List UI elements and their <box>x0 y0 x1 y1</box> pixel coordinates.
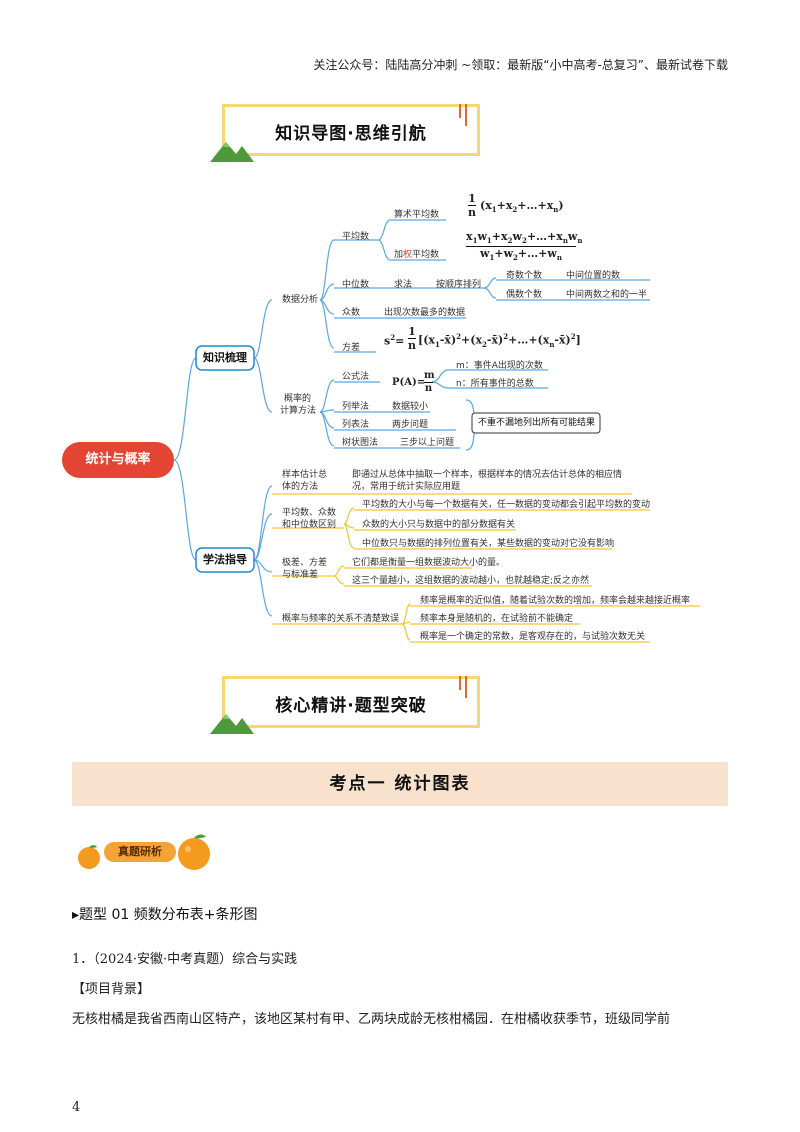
node-sample-desc-2: 况，常用于统计实际应用题 <box>352 482 461 492</box>
core-banner: 核心精讲·题型突破 <box>222 676 480 728</box>
node-median-method: 求法 <box>394 280 413 290</box>
node-table-desc: 两步问题 <box>392 420 429 430</box>
node-prob-calc-1: 概率的 <box>284 394 312 404</box>
question-line: 【项目背景】 <box>72 982 151 997</box>
node-sample-2: 体的方法 <box>282 482 319 492</box>
node-avg-d1: 平均数的大小与每一个数据有关，任一数据的变动都会引起平均数的变动 <box>362 500 651 510</box>
banner-accent <box>459 104 461 118</box>
section-title: 考点一 统计图表 <box>329 774 471 794</box>
node-range-d2: 这三个量越小，这组数据的波动越小，也就越稳定;反之亦然 <box>352 576 590 586</box>
mindmap-root: 统计与概率 <box>62 442 174 478</box>
exam-tag-label: 真题研析 <box>104 842 176 862</box>
node-mode: 众数 <box>342 308 361 318</box>
node-sample-desc-1: 即通过从总体中抽取一个样本，根据样本的情况去估计总体的相应情 <box>352 470 623 480</box>
question-line: 无核柑橘是我省西南山区特产，该地区某村有甲、乙两块成龄无核柑橘园．在柑橘收获季节… <box>72 1012 671 1027</box>
node-median: 中位数 <box>342 280 370 290</box>
node-even: 偶数个数 <box>506 290 543 300</box>
page-number: 4 <box>72 1100 81 1115</box>
node-formula: 公式法 <box>342 372 370 382</box>
node-avg-group-1: 平均数、众数 <box>282 508 337 518</box>
mindmap-banner: 知识导图·思维引航 <box>222 104 480 156</box>
mountain-icon <box>210 714 254 734</box>
node-avg-d3: 中位数只与数据的排列位置有关，某些数据的变动对它没有影响 <box>362 539 615 549</box>
node-sample-1: 样本估计总 <box>282 470 328 480</box>
node-tree: 树状图法 <box>342 438 379 448</box>
node-freq-group: 概率与频率的关系不清楚致误 <box>282 614 400 624</box>
node-table: 列表法 <box>342 420 370 430</box>
banner-accent <box>459 676 461 690</box>
banner-title: 知识导图·思维引航 <box>275 124 427 144</box>
node-range-group-2: 与标准差 <box>282 570 319 580</box>
node-data-analysis: 数据分析 <box>282 295 319 305</box>
node-odd: 奇数个数 <box>506 271 543 281</box>
node-odd-desc: 中间位置的数 <box>566 271 621 281</box>
weighted-label-b: 权 <box>403 250 413 260</box>
banner-accent <box>465 676 467 698</box>
node-list: 列举法 <box>342 402 370 412</box>
orange-icon <box>178 834 210 870</box>
node-prob-calc-2: 计算方法 <box>280 406 317 416</box>
node-avg-group-2: 和中位数区别 <box>282 520 337 530</box>
node-sort: 按顺序排列 <box>436 280 482 290</box>
branch-method: 学法指导 <box>203 553 247 566</box>
node-range-group-1: 极差、方差 <box>282 558 328 568</box>
node-arith-mean: 算术平均数 <box>394 210 440 220</box>
node-freq-d2: 频率本身是随机的，在试验前不能确定 <box>420 614 574 624</box>
mountain-icon <box>210 142 254 162</box>
node-no-miss: 不重不漏地列出所有可能结果 <box>478 418 596 428</box>
question-line: 1．（2024·安徽·中考真题）综合与实践 <box>72 952 298 967</box>
header-note: 关注公众号：陆陆高分冲刺 ~领取：最新版“小中高考-总复习”、最新试卷下载 <box>313 58 728 72</box>
node-variance: 方差 <box>342 343 361 353</box>
node-freq-d1: 频率是概率的近似值，随着试验次数的增加，频率会越来越接近概率 <box>420 596 691 606</box>
node-freq-d3: 概率是一个确定的常数，是客观存在的，与试验次数无关 <box>420 632 646 642</box>
formula-weighted-mean: x1w1+x2w2+…+xnwn w1+w2+…+wn <box>466 230 583 263</box>
weighted-label-c: 平均数 <box>412 250 440 260</box>
node-mode-desc: 出现次数最多的数据 <box>384 308 466 318</box>
orange-icon <box>78 845 100 869</box>
node-avg-d2: 众数的大小只与数据中的部分数据有关 <box>362 520 516 530</box>
exam-tag: 真题研析 <box>76 830 214 872</box>
node-range-d1: 它们都是衡量一组数据波动大小的量。 <box>352 558 506 568</box>
section-header: 考点一 统计图表 <box>72 762 728 806</box>
node-formula-m: m：事件A出现的次数 <box>456 361 543 371</box>
banner-title: 核心精讲·题型突破 <box>275 696 427 716</box>
node-mean: 平均数 <box>342 232 370 242</box>
node-even-desc: 中间两数之和的一半 <box>566 290 648 300</box>
banner-accent <box>465 104 467 126</box>
weighted-label-a: 加 <box>394 250 404 260</box>
node-list-desc: 数据较小 <box>392 402 429 412</box>
node-tree-desc: 三步以上问题 <box>400 438 455 448</box>
branch-knowledge: 知识梳理 <box>203 351 247 364</box>
node-formula-n: n：所有事件的总数 <box>456 379 534 389</box>
question-type: ▸题型 01 频数分布表+条形图 <box>72 907 258 923</box>
node-weighted-mean: 加权平均数 <box>394 250 439 261</box>
mindmap-edges <box>173 219 700 643</box>
